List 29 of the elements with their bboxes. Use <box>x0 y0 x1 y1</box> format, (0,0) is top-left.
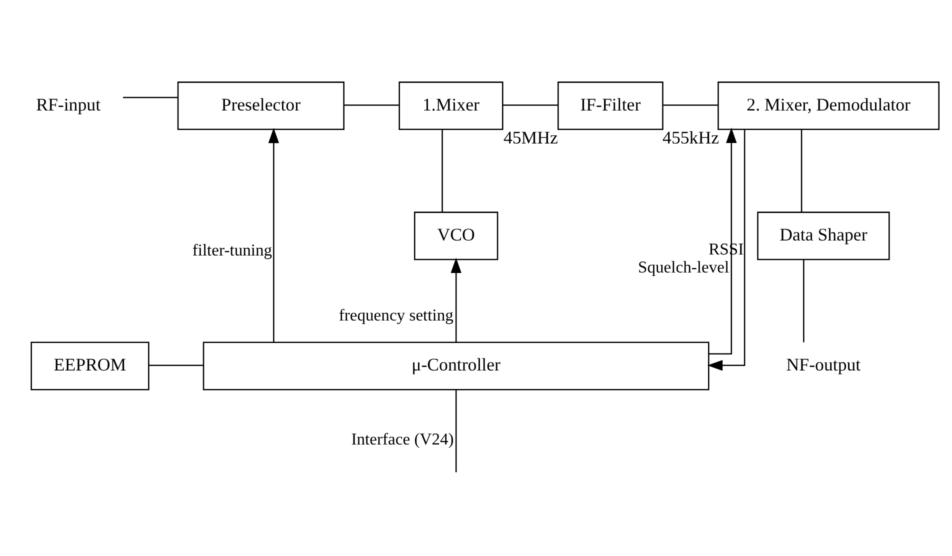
connector <box>802 260 804 342</box>
node-box: Data Shaper <box>756 212 890 260</box>
connector <box>800 130 802 212</box>
connector <box>454 390 456 472</box>
node-box: EEPROM <box>30 342 149 390</box>
connector <box>502 104 558 106</box>
node-text: RF-input <box>36 94 100 115</box>
edge-label: filter-tuning <box>192 240 272 260</box>
arrow <box>450 258 461 342</box>
connector <box>441 130 442 212</box>
node-box: 1.Mixer <box>398 82 503 130</box>
node-text: NF-output <box>786 354 860 375</box>
node-label: 455kHz <box>662 128 719 148</box>
arrow <box>706 130 745 371</box>
connector <box>662 104 718 106</box>
node-label: 45MHz <box>502 128 558 148</box>
node-box: IF-Filter <box>557 82 663 130</box>
node-box: μ-Controller <box>202 342 709 390</box>
node-box: 2. Mixer, Demodulator <box>717 82 940 130</box>
arrow <box>708 128 736 355</box>
connector <box>344 104 398 106</box>
connector <box>148 364 204 366</box>
edge-label: Squelch-level <box>637 258 729 277</box>
edge-label: Interface (V24) <box>350 429 454 448</box>
arrow <box>268 128 279 342</box>
node-box: Preselector <box>176 82 344 130</box>
connector <box>122 96 178 98</box>
node-box: VCO <box>414 212 498 260</box>
edge-label: frequency setting <box>338 306 453 325</box>
